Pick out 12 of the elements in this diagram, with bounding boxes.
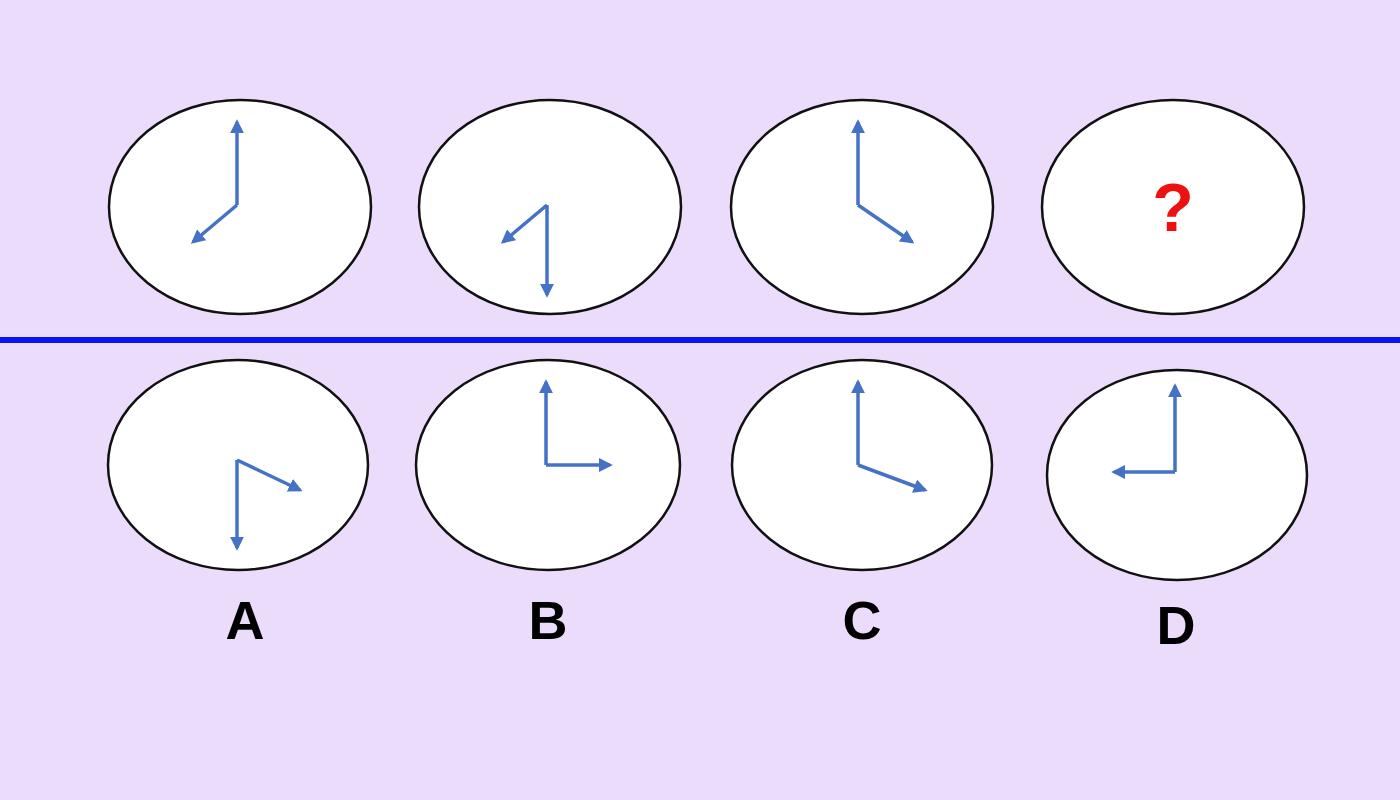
question-mark: ?: [1152, 173, 1194, 241]
clock-drawing: [417, 98, 683, 316]
clock-drawing: [106, 358, 370, 572]
option-letter: A: [225, 593, 265, 647]
option-letter: B: [528, 593, 568, 647]
clock-drawing: [414, 358, 682, 572]
option-letter: C: [842, 593, 882, 647]
clock-drawing: [1045, 368, 1309, 582]
clock-drawing: [107, 98, 373, 316]
clock-drawing: [730, 358, 994, 572]
clock-drawing: [729, 98, 995, 316]
option-letter: D: [1156, 598, 1196, 652]
